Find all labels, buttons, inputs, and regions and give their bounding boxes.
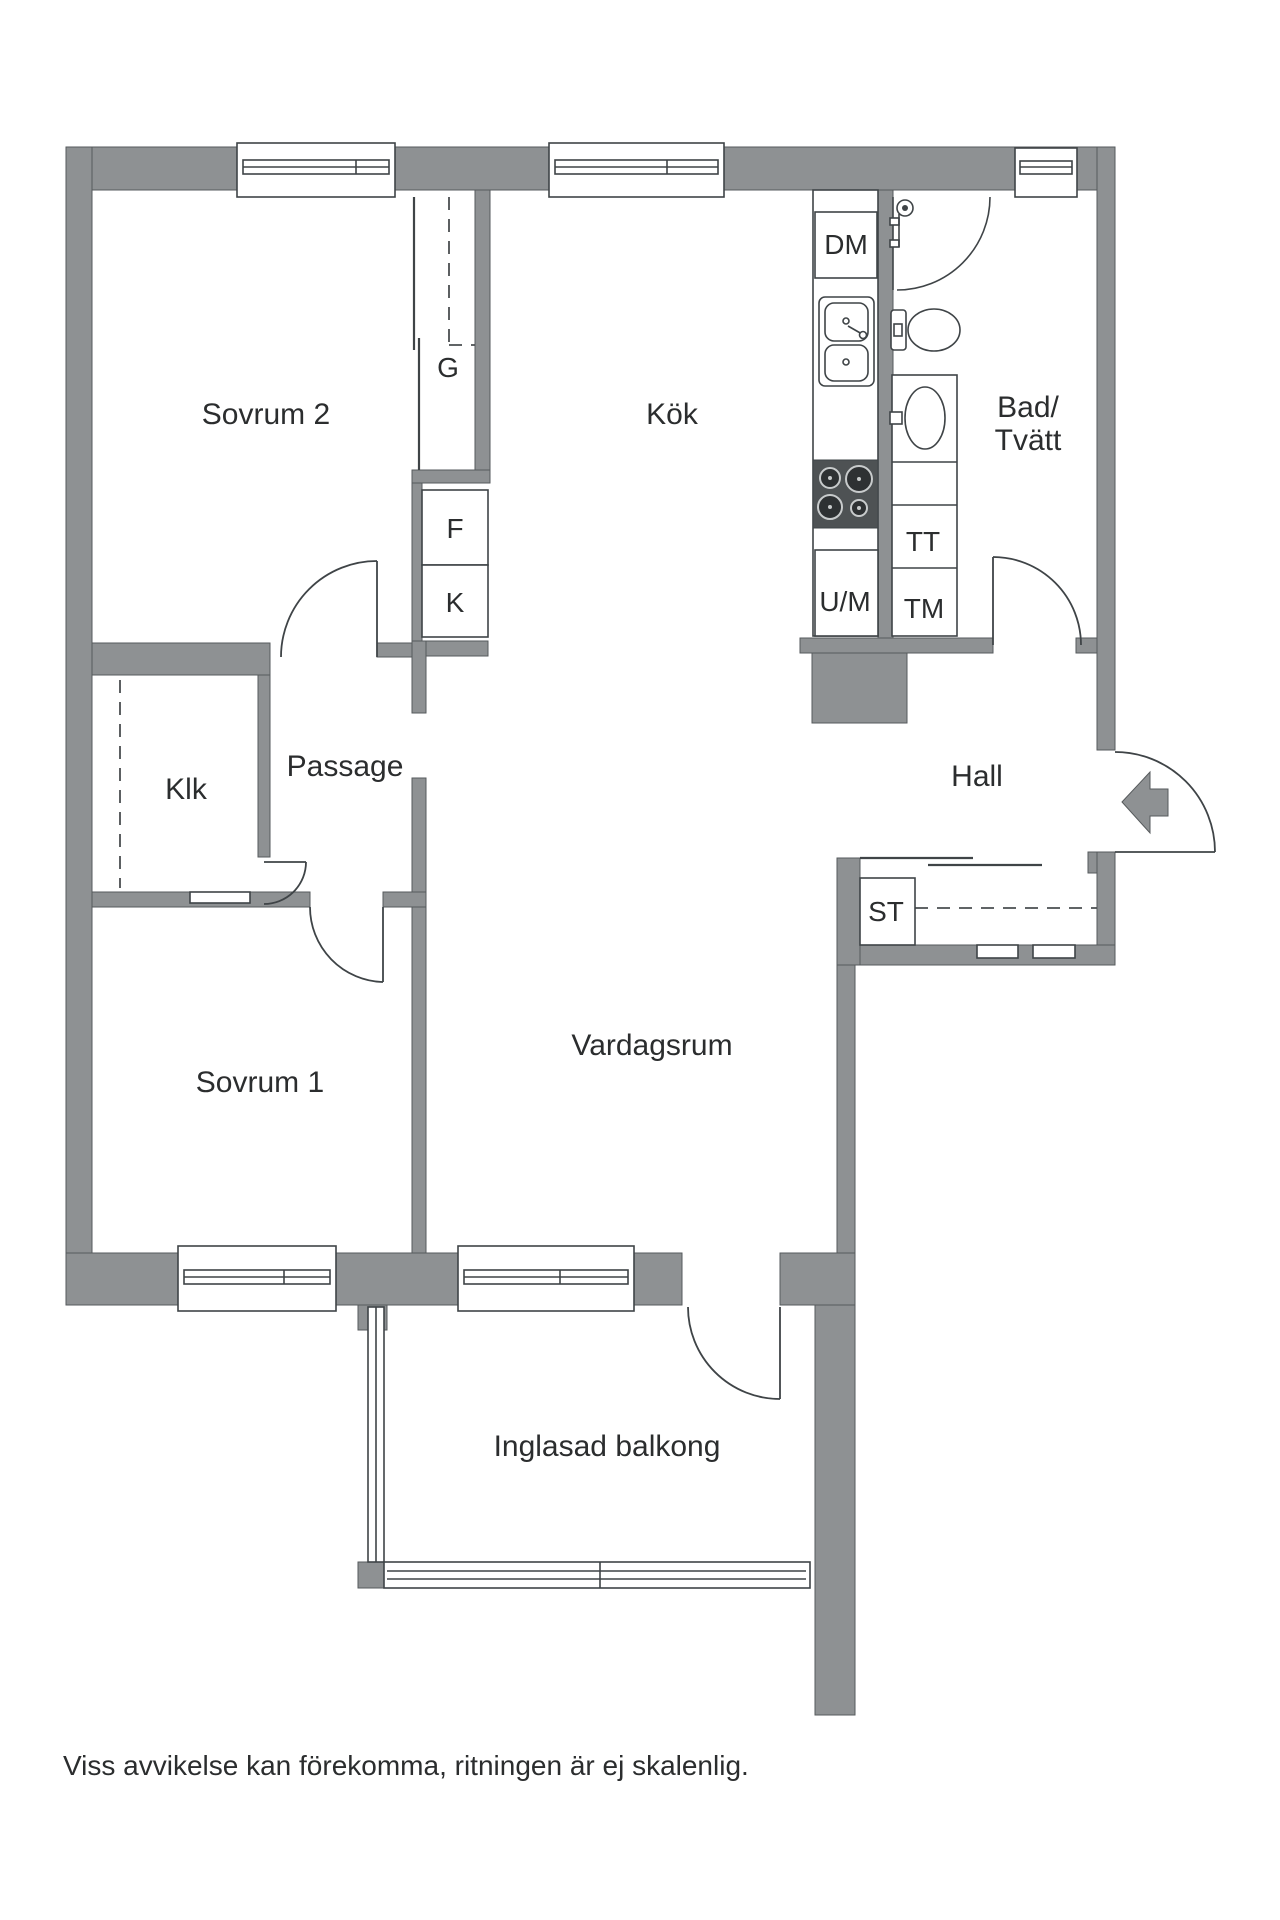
label-garderob: G [437, 352, 459, 383]
stove-icon [812, 459, 879, 529]
wall-shaft-block [811, 652, 908, 724]
washbasin-icon [889, 386, 946, 450]
label-stadskap: ST [868, 896, 904, 927]
klk-wall-niche [189, 891, 251, 904]
label-klk: Klk [165, 773, 208, 806]
door-sovrum1 [309, 906, 384, 983]
balcony-glazing-bottom [383, 1561, 811, 1589]
footer-disclaimer: Viss avvikelse kan förekomma, ritningen … [63, 1750, 749, 1781]
wall-st-west [836, 857, 861, 966]
wall-bottom-2 [335, 1252, 459, 1306]
doors [263, 197, 1216, 1400]
wall-divider-b [411, 777, 427, 1254]
label-hall: Hall [951, 760, 1003, 793]
wall-left [65, 146, 93, 1306]
st-wall-notch-2 [1032, 944, 1076, 959]
door-sovrum2 [280, 560, 378, 658]
label-kyl: K [446, 587, 465, 618]
wall-sovrum2-stub [376, 642, 418, 658]
wall-bad-south-stub [1075, 637, 1098, 654]
wall-right-lower [836, 964, 856, 1254]
window-sovrum1 [177, 1245, 337, 1312]
door-entrance [1114, 751, 1216, 853]
toilet-icon [890, 308, 961, 352]
label-torktumlare: TT [906, 526, 940, 557]
dishwasher-box [814, 211, 878, 279]
wall-sovrum2-south [91, 642, 271, 676]
label-balkong: Inglasad balkong [494, 1430, 721, 1463]
shower-icon [889, 196, 991, 291]
windows [177, 142, 1078, 1312]
st-closet-box [859, 877, 916, 946]
wall-bottom-4 [779, 1252, 856, 1306]
entrance-arrow-icon [1121, 770, 1169, 835]
labels: Sovrum 2 Kök Bad/ Tvätt Klk Passage Hall… [63, 229, 1062, 1781]
fixtures [189, 189, 1169, 959]
label-sovrum2: Sovrum 2 [202, 398, 330, 431]
label-vardagsrum: Vardagsrum [571, 1029, 732, 1062]
wall-sovrum1-north-stub [382, 891, 427, 908]
window-kok [548, 142, 725, 198]
balcony-corner-block-bottom [357, 1561, 388, 1589]
fridge-box [421, 564, 489, 638]
wall-entry-bump [1087, 851, 1098, 874]
label-diskmaskin: DM [824, 229, 868, 260]
wall-bottom-1 [65, 1252, 179, 1306]
door-balkong [687, 1306, 781, 1400]
walls [65, 146, 1116, 1716]
door-bad [992, 556, 1082, 646]
oven-microwave-box [814, 549, 879, 637]
wall-kok-west [474, 189, 491, 483]
sliding-door-g-closet [412, 197, 421, 470]
wall-balcony-right-leg [814, 1304, 856, 1716]
label-ugn-mikro: U/M [819, 586, 870, 617]
kitchen-sink-icon [818, 296, 875, 387]
label-bad-line1: Bad/ [997, 391, 1059, 424]
window-sovrum2 [236, 142, 396, 198]
label-frys: F [446, 513, 463, 544]
wall-divider-a [411, 640, 427, 714]
label-sovrum1: Sovrum 1 [196, 1066, 324, 1099]
label-tvattmaskin: TM [904, 593, 944, 624]
wall-g-closet-stub [411, 469, 491, 484]
wall-klk-east [257, 674, 271, 858]
wall-bottom-3 [633, 1252, 683, 1306]
sliding-door-st-closet [860, 856, 1042, 867]
wall-right-upper [1096, 146, 1116, 751]
balcony-glazing [367, 1306, 811, 1589]
wall-fk-west [411, 482, 423, 642]
window-vardagsrum [457, 1245, 635, 1312]
label-passage: Passage [287, 750, 404, 783]
window-bad [1014, 147, 1078, 198]
st-wall-notch-1 [976, 944, 1019, 959]
label-bad-line2: Tvätt [995, 424, 1062, 457]
wall-bad-south [799, 637, 994, 654]
label-kok: Kök [646, 398, 699, 431]
door-klk [263, 861, 307, 905]
freezer-box [421, 489, 489, 566]
